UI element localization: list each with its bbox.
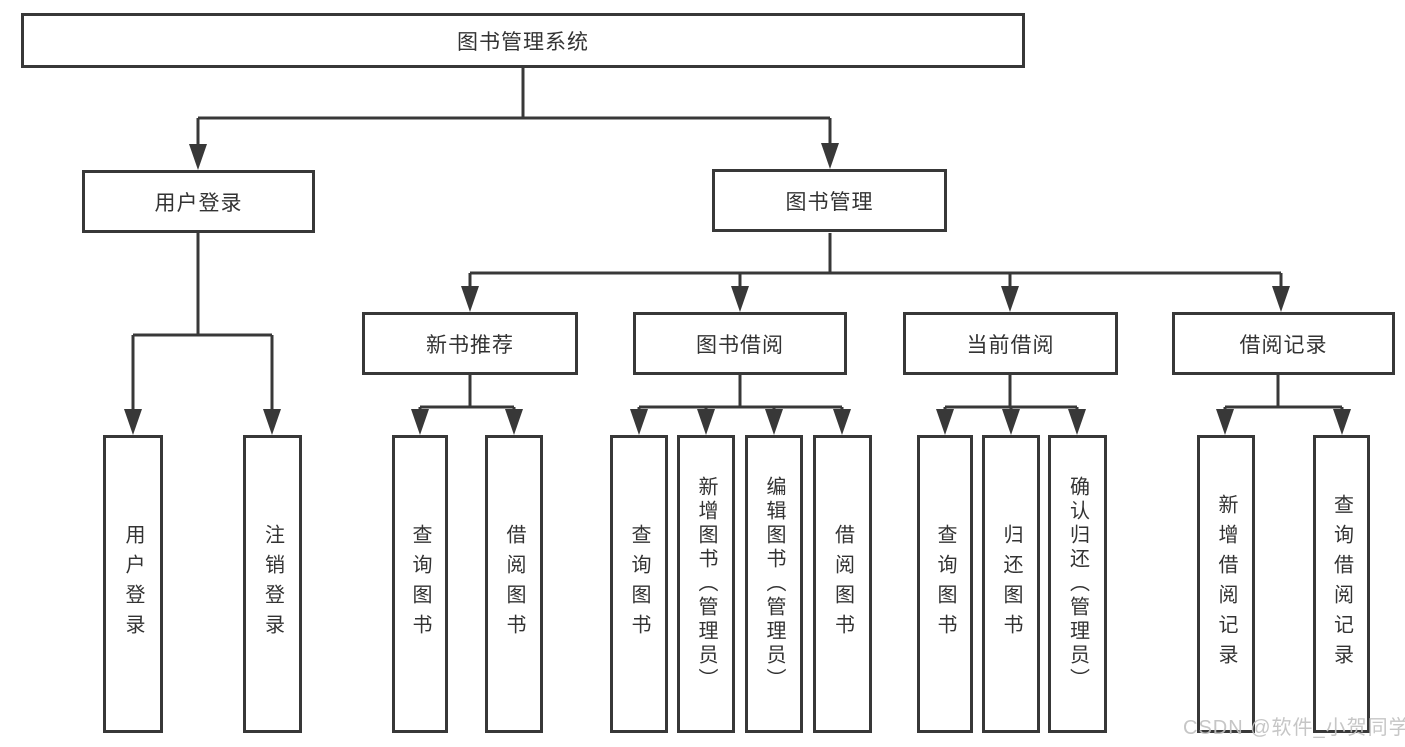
leaf-return-books: 归还图书 <box>982 435 1040 733</box>
leaf-logout: 注销登录 <box>243 435 302 733</box>
leaf-query-borrow-record: 查询借阅记录 <box>1313 435 1370 733</box>
leaf-edit-book-admin: 编辑图书（管理员） <box>745 435 803 733</box>
node-root-system: 图书管理系统 <box>21 13 1025 68</box>
leaf-add-borrow-record: 新增借阅记录 <box>1197 435 1255 733</box>
leaf-query-books-current: 查询图书 <box>917 435 973 733</box>
leaf-user-login: 用户登录 <box>103 435 163 733</box>
leaf-query-books-borrowing: 查询图书 <box>610 435 668 733</box>
node-book-management: 图书管理 <box>712 169 947 232</box>
csdn-watermark: CSDN @软件_小贺同学 <box>1183 717 1405 739</box>
node-book-borrowing: 图书借阅 <box>633 312 847 375</box>
leaf-query-books-recommend: 查询图书 <box>392 435 448 733</box>
node-current-borrowing: 当前借阅 <box>903 312 1118 375</box>
node-borrow-records: 借阅记录 <box>1172 312 1395 375</box>
leaf-add-book-admin: 新增图书（管理员） <box>677 435 735 733</box>
arrowheads <box>124 143 1351 435</box>
node-user-login: 用户登录 <box>82 170 315 233</box>
leaf-borrow-books-borrowing: 借阅图书 <box>813 435 872 733</box>
leaf-borrow-books-recommend: 借阅图书 <box>485 435 543 733</box>
leaf-confirm-return-admin: 确认归还（管理员） <box>1048 435 1107 733</box>
node-new-book-recommend: 新书推荐 <box>362 312 578 375</box>
